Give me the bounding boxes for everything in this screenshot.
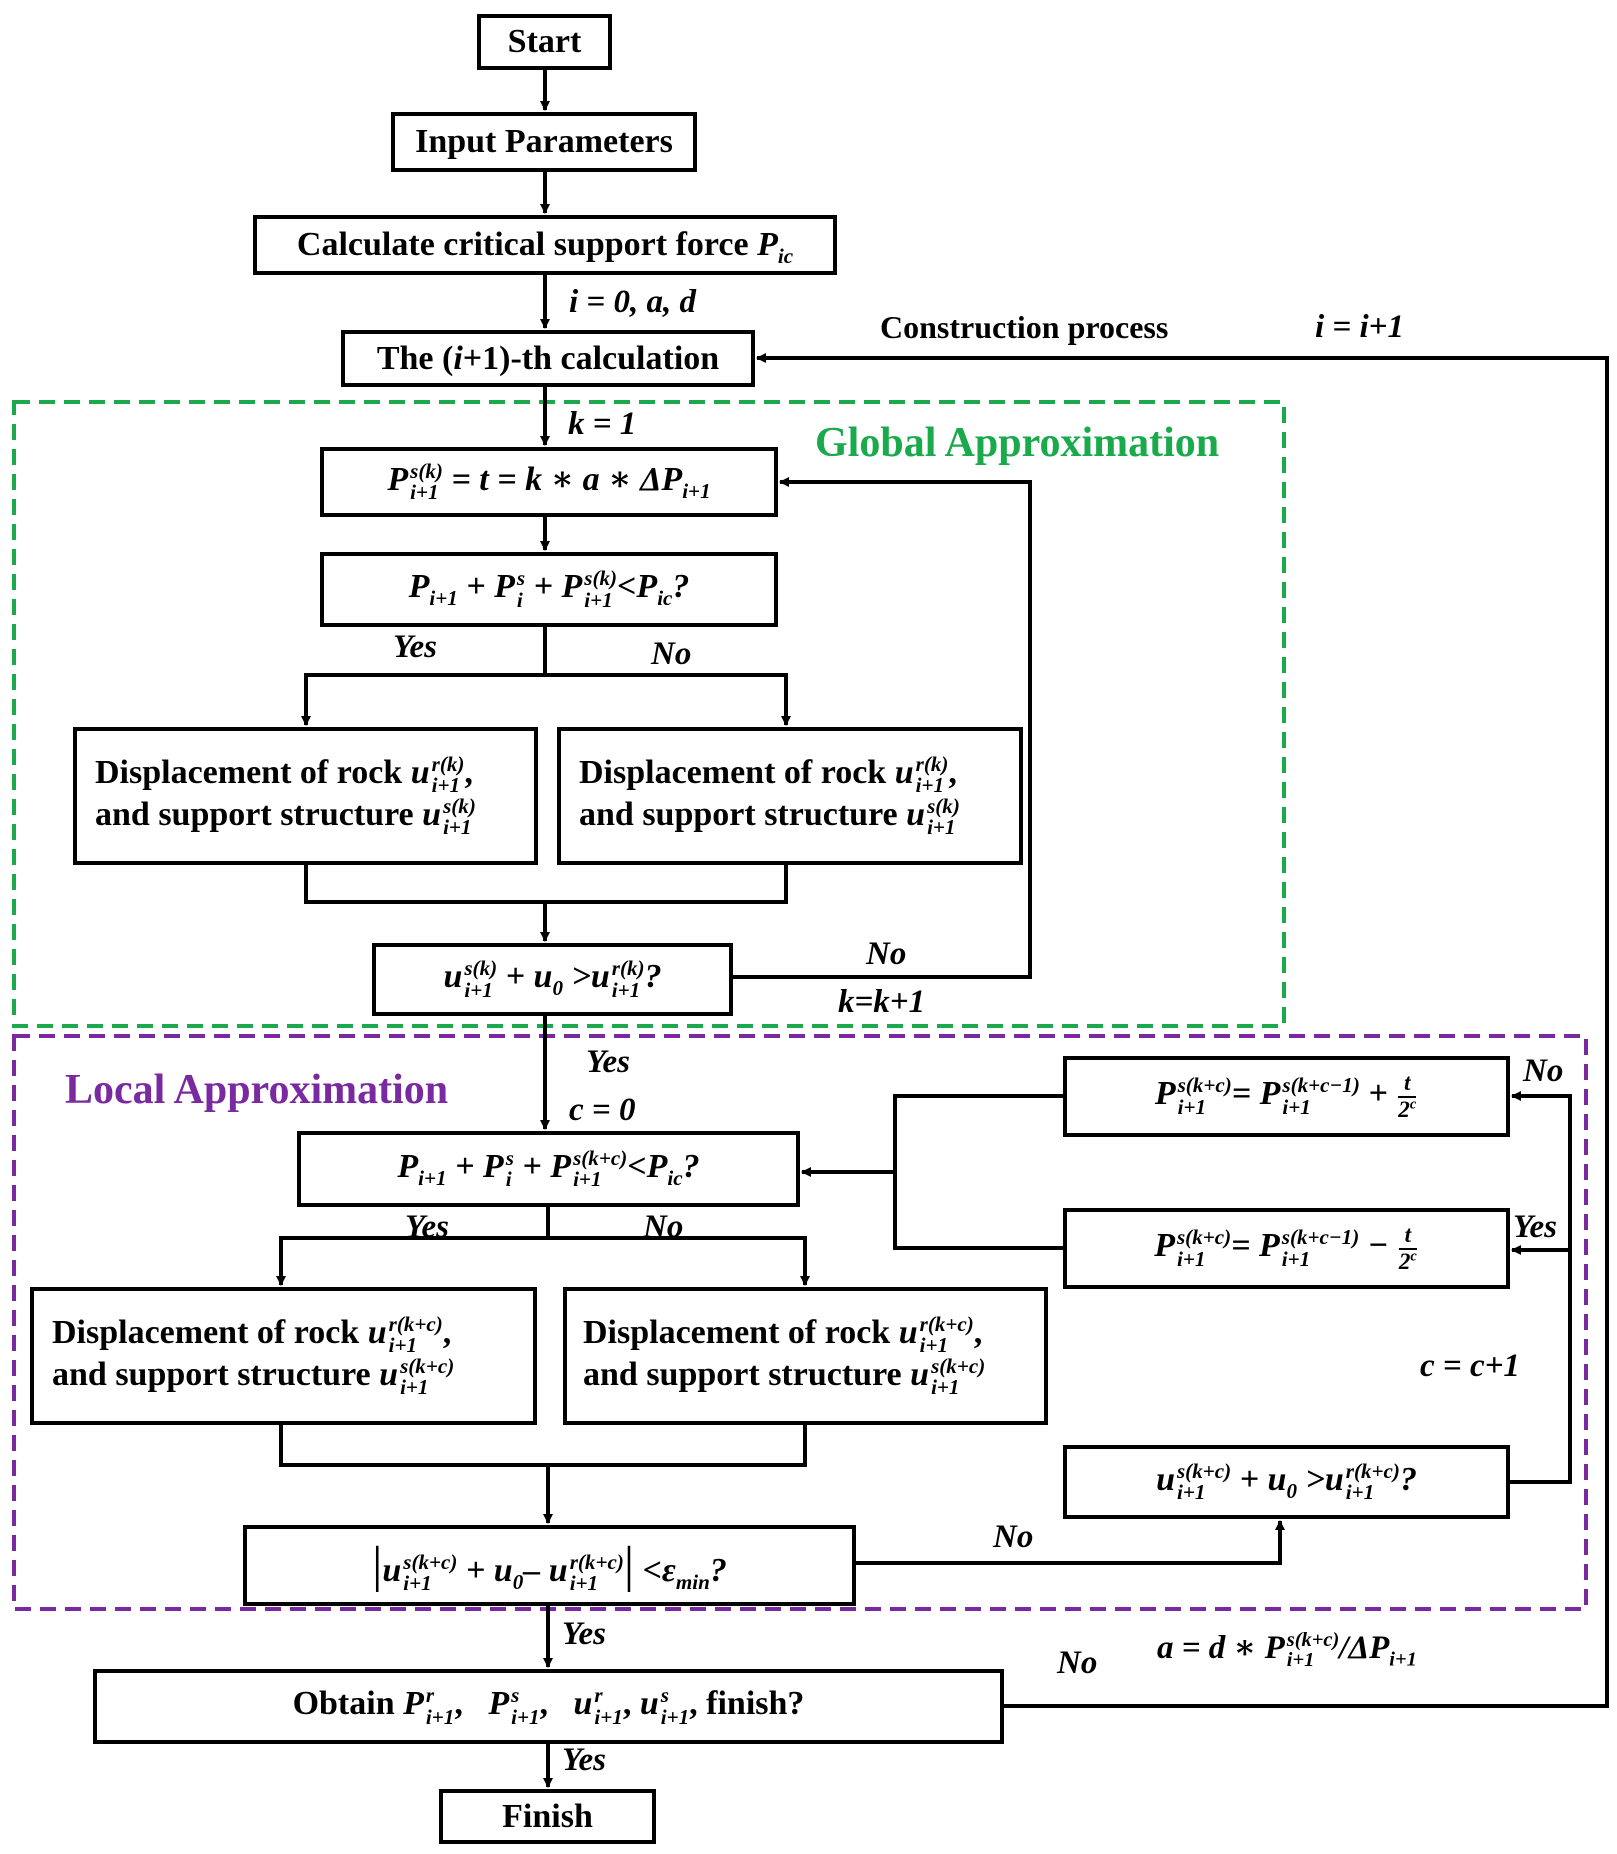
global-yes-label: Yes bbox=[393, 629, 437, 665]
i-increment-label: i = i+1 bbox=[1315, 309, 1404, 345]
calculate-critical-label: Calculate critical support force bbox=[296, 226, 758, 264]
calculate-critical-node: Calculate critical support force Pic bbox=[296, 226, 794, 269]
local-approximation-region bbox=[12, 1034, 1588, 1611]
global-displacement-yes-node-outline bbox=[73, 727, 538, 865]
arrow-convergence-no bbox=[1511, 1091, 1572, 1250]
global-merge-line bbox=[304, 865, 788, 904]
global-convergence-check-node-outline bbox=[372, 943, 733, 1016]
k-init-label: k = 1 bbox=[568, 406, 637, 442]
arrow-construction-loop bbox=[756, 353, 1609, 1708]
local-approximation-title: Local Approximation bbox=[65, 1067, 449, 1113]
global-support-force-node-outline bbox=[320, 447, 778, 517]
input-parameters-node: Input Parameters bbox=[391, 112, 697, 172]
global-no-label: No bbox=[651, 636, 692, 672]
arrow-local-no bbox=[548, 1236, 810, 1286]
local-decrease-force-node-outline bbox=[1063, 1208, 1510, 1289]
construction-process-label: Construction process bbox=[880, 309, 1169, 345]
start-node-outline bbox=[477, 14, 612, 70]
global-approximation-region bbox=[12, 400, 1286, 1028]
arrow-global-yes bbox=[301, 627, 547, 726]
calculate-critical-node-outline bbox=[253, 215, 837, 275]
finish-yes-label: Yes bbox=[562, 1742, 606, 1778]
local-increase-force-node-outline bbox=[1063, 1056, 1510, 1137]
global-displacement-no-node-outline bbox=[557, 727, 1023, 865]
arrow-global-no bbox=[545, 673, 791, 726]
calculation-step-node-outline bbox=[341, 330, 755, 387]
local-feedback-join bbox=[893, 1094, 1063, 1250]
local-force-check-node-outline bbox=[297, 1131, 800, 1207]
global-approximation-title: Global Approximation bbox=[815, 420, 1220, 466]
local-merge-line bbox=[279, 1425, 807, 1467]
input-parameters-node-outline bbox=[391, 112, 697, 172]
finish-node: Finish bbox=[439, 1789, 656, 1844]
tolerance-yes-label: Yes bbox=[562, 1616, 606, 1652]
start-label: Start bbox=[507, 23, 582, 61]
start-node: Start bbox=[477, 14, 612, 70]
init-label: i = 0, a, d bbox=[569, 284, 696, 320]
arrow-global-loop-back bbox=[733, 477, 1032, 979]
arrow-tolerance-no bbox=[856, 1520, 1285, 1565]
c-increment-label: c = c+1 bbox=[1420, 1348, 1520, 1384]
tolerance-no-label: No bbox=[993, 1519, 1034, 1555]
global-force-check-node-outline bbox=[320, 552, 778, 627]
local-displacement-yes-node-outline bbox=[30, 1287, 537, 1425]
local-displacement-no-node-outline bbox=[563, 1287, 1048, 1425]
local-no-label: No bbox=[643, 1209, 684, 1245]
k-increment-label: k=k+1 bbox=[838, 984, 926, 1020]
global-loop-no-label: No bbox=[866, 936, 907, 972]
local-increase-no-label: No bbox=[1523, 1053, 1564, 1089]
global-exit-yes-label: Yes bbox=[586, 1044, 630, 1080]
input-parameters-label: Input Parameters bbox=[415, 123, 673, 161]
finish-no-label: No bbox=[1057, 1645, 1098, 1681]
calculation-step-node: The (i+1)-th calculation bbox=[376, 339, 720, 377]
local-tolerance-check-node-outline bbox=[243, 1525, 856, 1606]
arrow-convergence-yes bbox=[1510, 1245, 1572, 1484]
finish-node-outline bbox=[439, 1789, 656, 1844]
obtain-result-node-outline bbox=[93, 1669, 1004, 1744]
c-init-label: c = 0 bbox=[569, 1092, 636, 1128]
local-convergence-check-node-outline bbox=[1063, 1445, 1510, 1519]
finish-label: Finish bbox=[502, 1797, 593, 1835]
local-decrease-yes-label: Yes bbox=[1513, 1209, 1557, 1245]
arrow-local-yes bbox=[276, 1207, 550, 1286]
local-yes-label: Yes bbox=[405, 1209, 449, 1245]
